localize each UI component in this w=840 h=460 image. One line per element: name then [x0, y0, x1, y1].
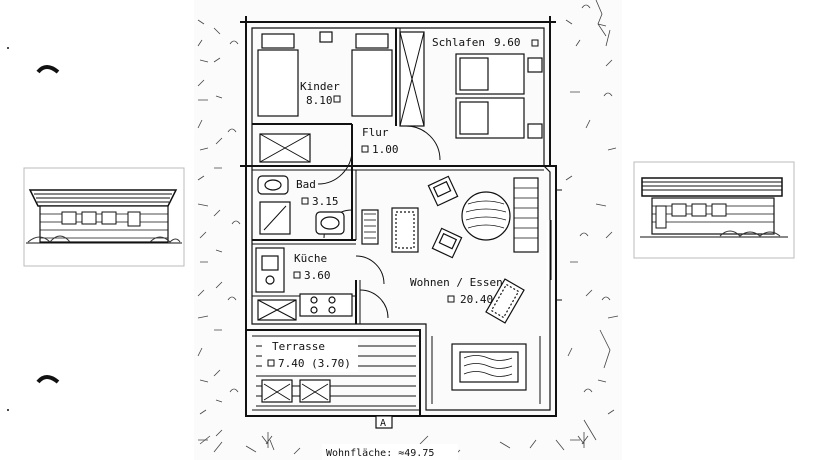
bad-fixtures — [257, 175, 345, 235]
punch-mark-bottom — [36, 375, 60, 384]
living-area-total: Wohnfläche: ≈49.75 — [326, 448, 434, 459]
schlafen-furniture — [399, 31, 543, 139]
room-area-terrasse: 7.40 (3.70) — [278, 357, 351, 370]
room-area-flur: 1.00 — [372, 143, 399, 156]
elevation-thumbnail-left — [23, 167, 185, 267]
area-marker-terrasse — [267, 359, 275, 367]
margin-dot — [7, 47, 9, 49]
house-walls — [240, 16, 562, 429]
terrasse-label-bg — [262, 338, 358, 372]
punch-mark-top — [36, 65, 60, 74]
room-name-wohnen: Wohnen / Essen — [410, 276, 503, 289]
area-marker-schlafen — [531, 39, 539, 47]
entrance-marker: A — [380, 418, 386, 429]
margin-dot — [7, 409, 9, 411]
room-area-bad: 3.15 — [312, 195, 339, 208]
room-area-wohnen: 20.40 — [460, 293, 493, 306]
wohnen-furniture — [361, 175, 541, 404]
room-name-kueche: Küche — [294, 252, 327, 265]
area-marker-wohnen — [447, 295, 455, 303]
kinder-furniture — [257, 31, 393, 163]
room-area-kueche: 3.60 — [304, 269, 331, 282]
room-area-schlafen: 9.60 — [494, 36, 521, 49]
footer-label-bg — [322, 444, 458, 460]
room-name-terrasse: Terrasse — [272, 340, 325, 353]
area-marker-bad — [301, 197, 309, 205]
kueche-fixtures — [255, 247, 353, 321]
room-name-flur: Flur — [362, 126, 389, 139]
area-marker-flur — [361, 145, 369, 153]
room-name-kinder: Kinder — [300, 80, 340, 93]
room-name-schlafen: Schlafen — [432, 36, 485, 49]
area-marker-kinder — [333, 95, 341, 103]
room-area-kinder: 8.10 — [306, 94, 333, 107]
room-name-bad: Bad — [296, 178, 316, 191]
area-marker-kueche — [293, 271, 301, 279]
elevation-thumbnail-right — [633, 161, 795, 259]
